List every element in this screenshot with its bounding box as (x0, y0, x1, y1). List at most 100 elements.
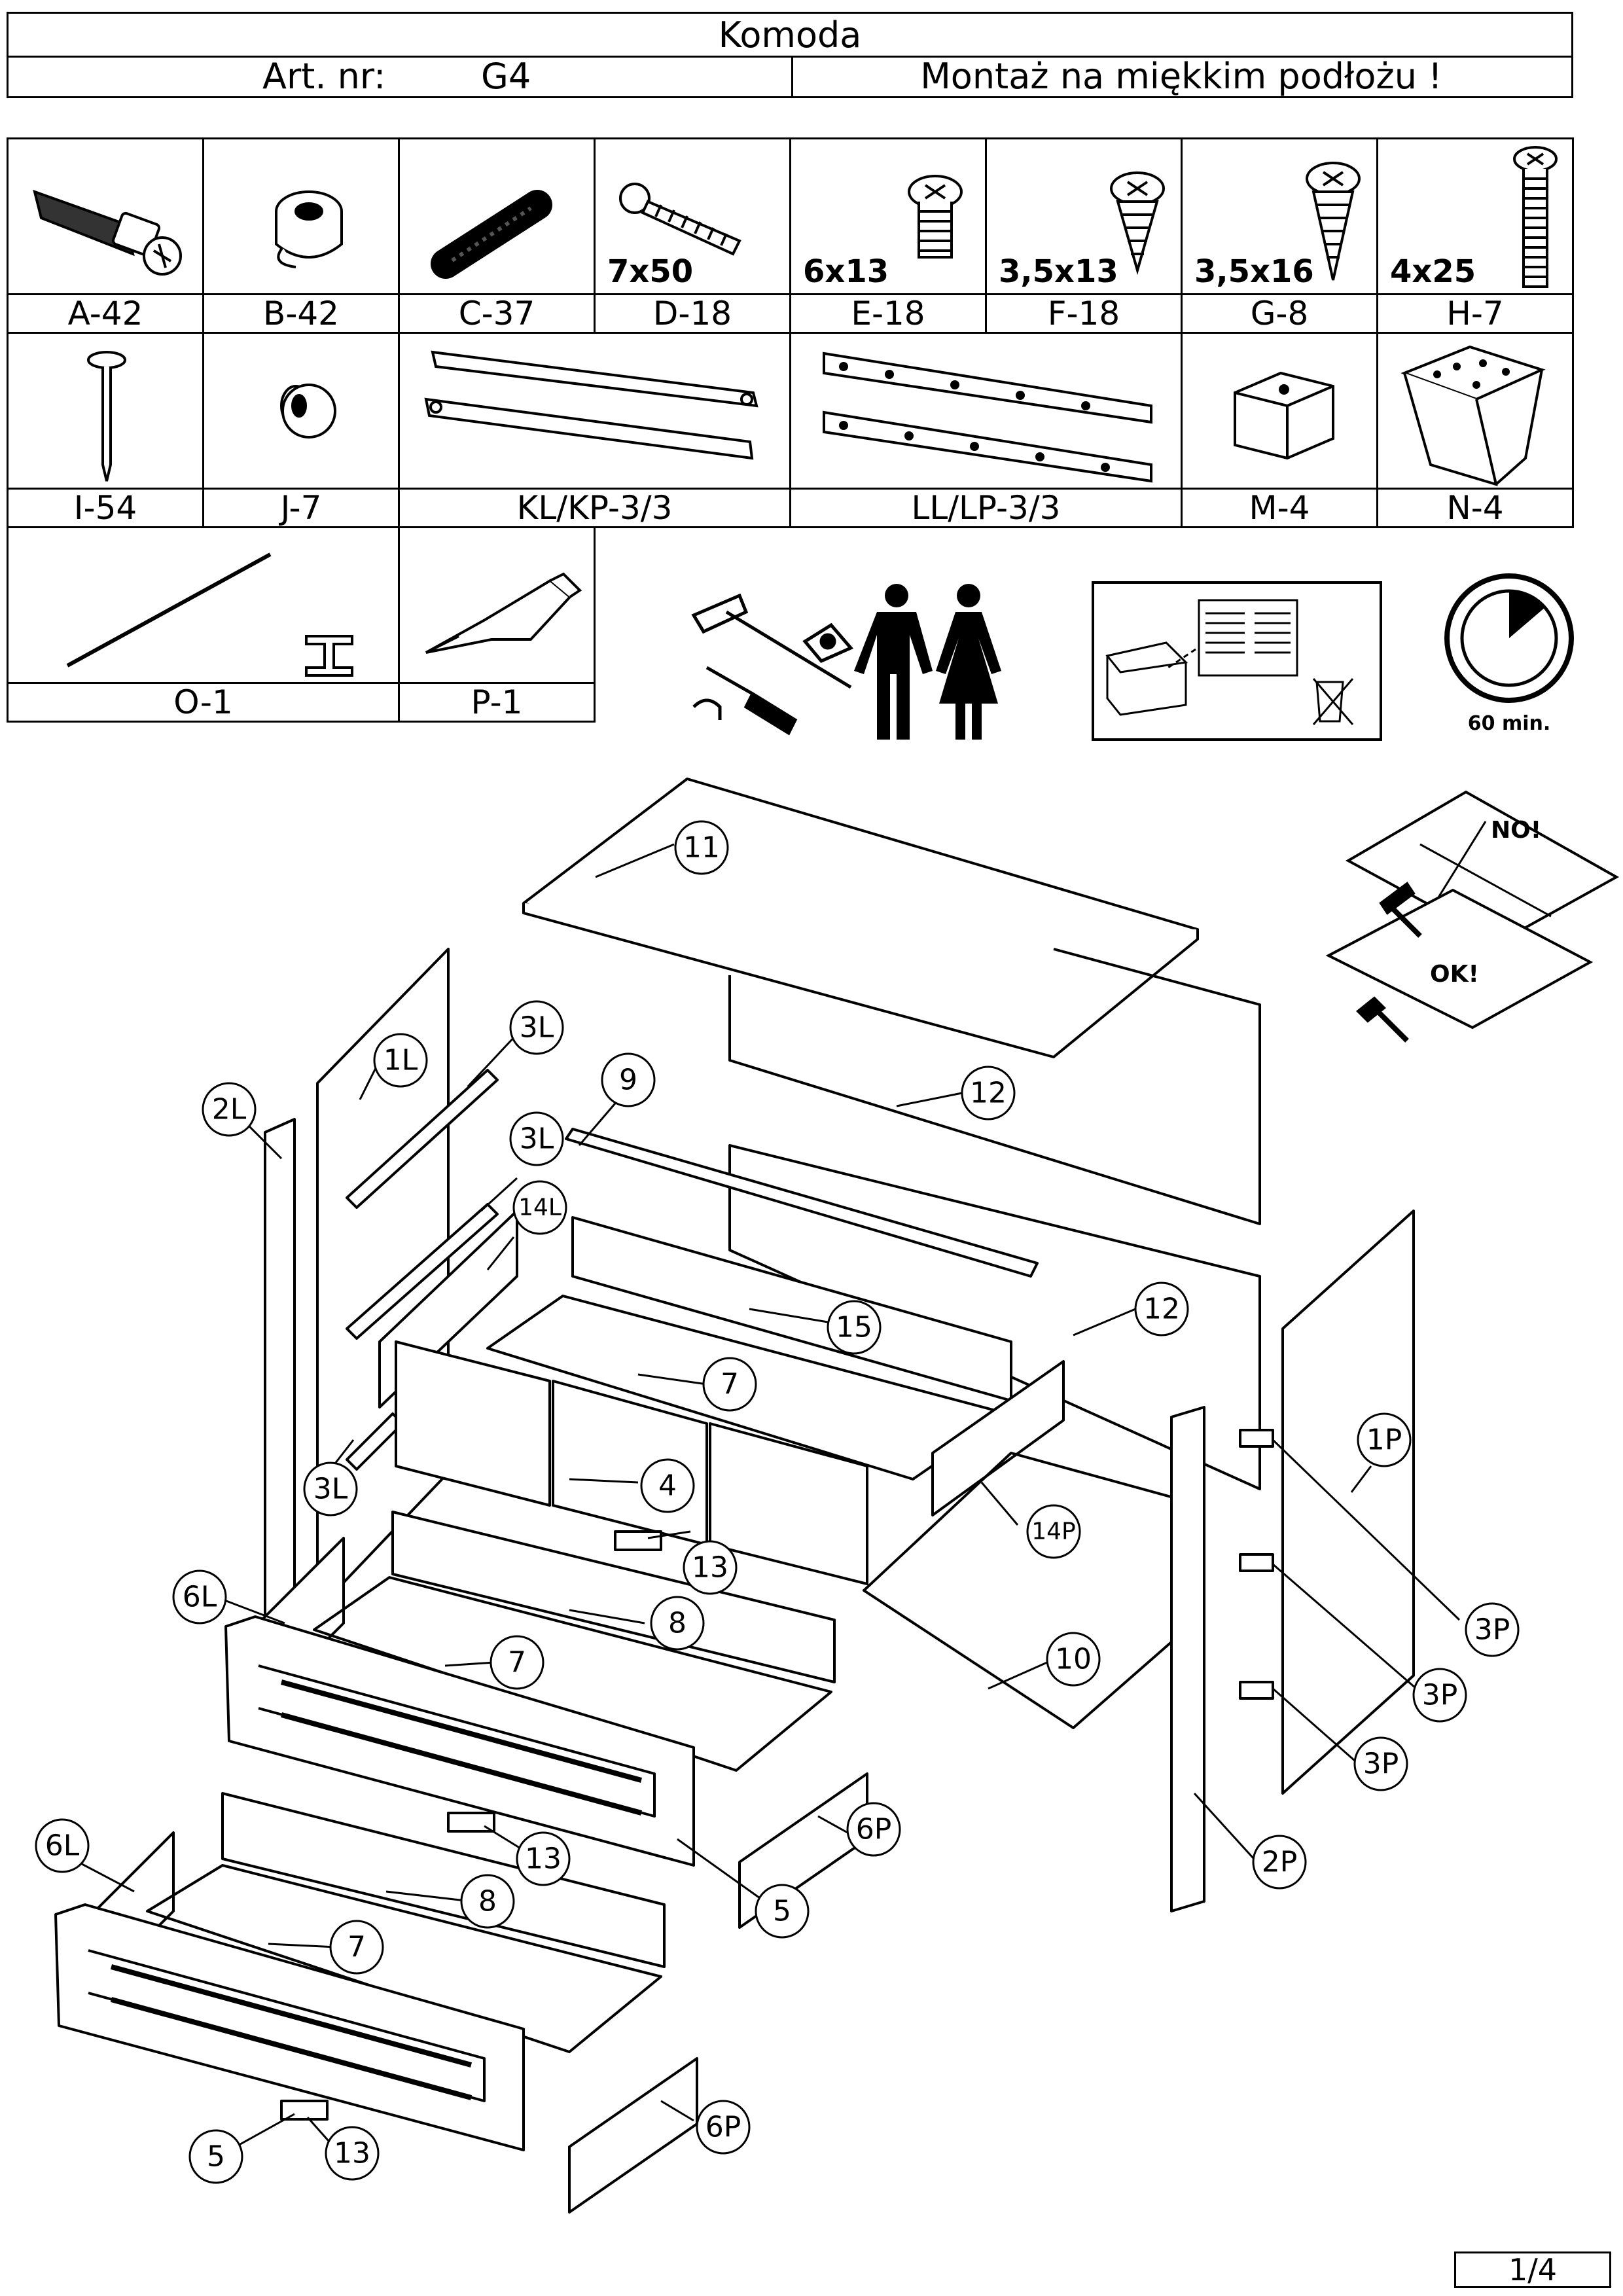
screwdriver-icon (705, 666, 798, 736)
rail-pair-icon (424, 350, 758, 460)
callout-label: 3P (1474, 1613, 1510, 1647)
part-c-label: C-37 (400, 293, 594, 332)
part-m-label: M-4 (1183, 488, 1376, 527)
rail-3p-upper (1239, 1429, 1274, 1448)
callout-label: 13 (334, 2137, 370, 2170)
part-e-size: 6x13 (803, 253, 889, 290)
rod-icon (66, 552, 353, 677)
panel-10-bottom (863, 1452, 1179, 1729)
exploded-assembly-diagram: 1112121L2L3L3L3L914L15741314P1P3P3P3P102… (35, 778, 1520, 2214)
instruction-recycle-illustration (1105, 599, 1354, 725)
callout-label: 1L (383, 1044, 418, 1077)
rail-3l-middle (346, 1203, 499, 1340)
euro-screw-icon (908, 175, 963, 259)
header-table: Komoda Art. nr: G4 Montaż na miękkim pod… (7, 12, 1573, 98)
panel-8-middle-drawer-back (391, 1511, 836, 1683)
page-number: 1/4 (1454, 2251, 1611, 2288)
rail-3p-lower (1239, 1681, 1274, 1700)
part-kl-kp-label: KL/KP-3/3 (400, 488, 789, 527)
hammer-warning: NO! OK! (1315, 785, 1623, 1073)
art-label: Art. nr: (262, 55, 386, 97)
callout-label: 7 (721, 1368, 739, 1401)
panel-14p-drawer-side (931, 1360, 1065, 1516)
panel-12-back-upper (728, 948, 1261, 1225)
wooden-dowel-icon (431, 190, 552, 279)
art-row: Art. nr: G4 Montaż na miękkim podłożu ! (9, 55, 1571, 97)
panel-12-back-lower (728, 1144, 1261, 1490)
part-e-label: E-18 (791, 293, 985, 332)
callout-label: 5 (207, 2140, 225, 2174)
part-e: 6x13 E-18 (789, 137, 987, 334)
callout-label: 8 (668, 1607, 687, 1640)
assembly-time-label: 60 min. (1467, 712, 1551, 735)
slide-13-upper (614, 1530, 662, 1551)
foot-pad-icon (1234, 371, 1334, 460)
panel-5-middle-drawer-front (224, 1615, 695, 1867)
panel-5-lower-drawer-front (54, 1903, 525, 2151)
part-j: J-7 (202, 332, 400, 528)
hex-key-icon (692, 698, 722, 720)
panel-8-lower-drawer-back (221, 1792, 666, 1968)
cam-dowel-icon (33, 189, 182, 276)
callout-label: 6P (856, 1813, 892, 1846)
part-g-size: 3,5x16 (1194, 253, 1314, 290)
callout-label: 7 (508, 1646, 526, 1679)
callout-label: 3L (520, 1011, 554, 1045)
rail-9 (565, 1128, 1039, 1278)
part-m: M-4 (1181, 332, 1378, 528)
callout-label: 12 (970, 1077, 1007, 1110)
callout-label: 3L (520, 1122, 554, 1156)
callout-label: 13 (692, 1551, 728, 1585)
callout-label: 6L (183, 1581, 217, 1614)
part-o-label: O-1 (9, 682, 398, 721)
callout-label: 11 (683, 831, 720, 865)
part-ll-lp-label: LL/LP-3/3 (791, 488, 1181, 527)
callout-label: 3P (1422, 1679, 1458, 1712)
part-d: 7x50 D-18 (594, 137, 791, 334)
part-b: B-42 (202, 137, 400, 334)
glue-tube-icon (425, 572, 582, 654)
clock-icon (1444, 573, 1574, 703)
part-c: C-37 (398, 137, 596, 334)
tools-people-illustration (691, 584, 1001, 740)
callout-label: 2P (1262, 1846, 1298, 1879)
callout-label: 5 (773, 1895, 791, 1928)
panel-1p-right-side (1281, 1210, 1415, 1795)
callout-label: 10 (1055, 1643, 1092, 1676)
hammer-warning-illustration: NO! OK! (1325, 790, 1620, 1043)
hammer-icon (691, 593, 852, 689)
drawer-slide-icon (823, 351, 1152, 483)
cam-lock-small-icon (802, 622, 854, 664)
wood-screw-long-icon (1306, 162, 1361, 281)
part-h: 4x25 H-7 (1376, 137, 1574, 334)
part-kl-kp: KL/KP-3/3 (398, 332, 791, 528)
assembly-time: 60 min. (1437, 569, 1581, 740)
wood-screw-icon (1110, 171, 1165, 276)
part-f-size: 3,5x13 (999, 253, 1118, 290)
callout-label: 7 (348, 1931, 366, 1964)
panel-4-front-left (395, 1340, 551, 1507)
callout-label: 14L (518, 1194, 562, 1221)
callout-label: 3L (313, 1473, 348, 1506)
confirmat-screw-icon (619, 183, 741, 256)
product-title: Komoda (718, 14, 862, 56)
callout-label: 6L (45, 1829, 80, 1863)
callout-label: 8 (478, 1885, 497, 1918)
nail-icon (87, 351, 126, 482)
part-o: O-1 (7, 526, 400, 723)
part-p: P-1 (398, 526, 596, 723)
part-f-label: F-18 (987, 293, 1181, 332)
art-number-cell: Art. nr: G4 (9, 55, 793, 97)
warning-no: NO! (1491, 817, 1541, 844)
part-d-label: D-18 (596, 293, 789, 332)
knob-icon (280, 384, 336, 439)
callout-label: 14P (1031, 1518, 1076, 1545)
rail-3p-middle (1239, 1553, 1274, 1572)
part-a-label: A-42 (9, 293, 202, 332)
part-i-label: I-54 (9, 488, 202, 527)
part-g-label: G-8 (1183, 293, 1376, 332)
cam-lock-icon (275, 190, 343, 268)
art-code: G4 (481, 55, 531, 97)
man-icon (854, 584, 933, 740)
part-b-label: B-42 (204, 293, 398, 332)
